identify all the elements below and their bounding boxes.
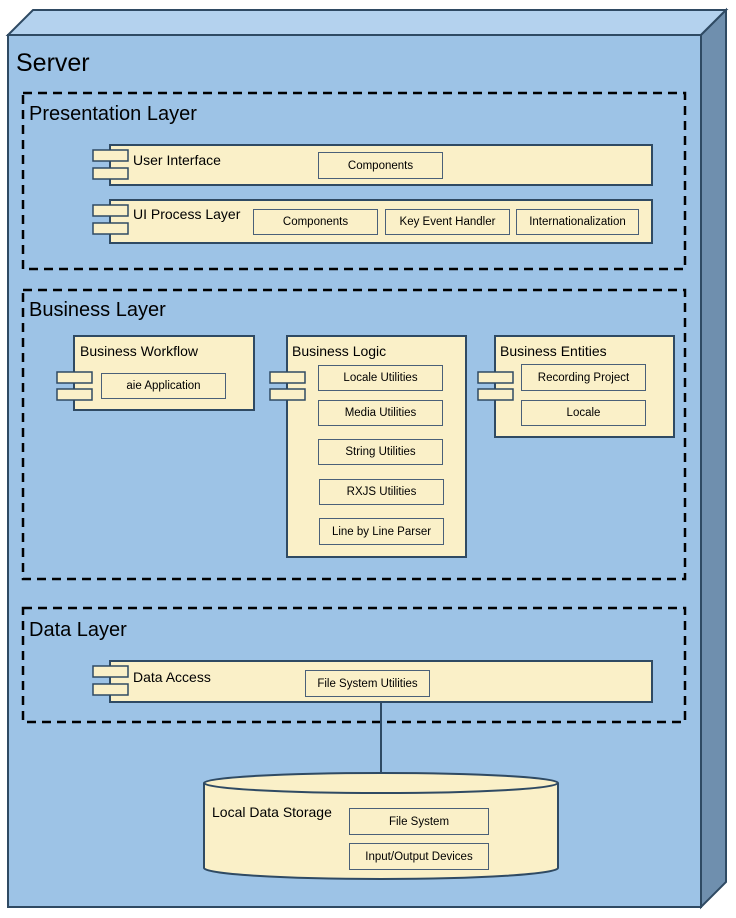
component-port-icon: [477, 371, 514, 384]
business-logic-title: Business Logic: [292, 343, 387, 359]
presentation-layer-frame: [21, 91, 687, 271]
file-system-box: File System: [349, 808, 489, 835]
presentation-layer-title: Presentation Layer: [29, 103, 197, 125]
data-access-title: Data Access: [133, 669, 211, 685]
component-port-icon: [269, 388, 306, 401]
business-entities-title: Business Entities: [500, 343, 607, 359]
component-port-icon: [92, 149, 129, 162]
component-port-icon: [56, 371, 93, 384]
data-layer-title: Data Layer: [29, 619, 127, 641]
process-components-box: Components: [253, 209, 378, 235]
recording-project-box: Recording Project: [521, 364, 646, 391]
media-utilities-box: Media Utilities: [318, 400, 443, 426]
locale-box: Locale: [521, 400, 646, 426]
input-output-devices-box: Input/Output Devices: [349, 843, 489, 870]
ui-process-layer-title: UI Process Layer: [133, 206, 241, 222]
server-title: Server: [16, 49, 90, 77]
line-by-line-parser-box: Line by Line Parser: [319, 518, 444, 545]
storage-cylinder-top: [203, 772, 559, 794]
component-port-icon: [477, 388, 514, 401]
local-data-storage-title: Local Data Storage: [212, 804, 332, 820]
business-layer-frame: [21, 288, 687, 581]
locale-utilities-box: Locale Utilities: [318, 365, 443, 391]
component-port-icon: [92, 683, 129, 696]
business-layer-title: Business Layer: [29, 299, 166, 321]
server-node-side: [700, 7, 727, 910]
aie-application-box: aie Application: [101, 373, 226, 399]
component-port-icon: [92, 167, 129, 180]
data-layer-frame: [21, 606, 687, 724]
component-port-icon: [92, 204, 129, 217]
server-node-top: [5, 9, 729, 36]
ui-components-box: Components: [318, 152, 443, 179]
internationalization-box: Internationalization: [516, 209, 639, 235]
business-workflow-title: Business Workflow: [80, 343, 199, 359]
component-port-icon: [92, 222, 129, 235]
rxjs-utilities-box: RXJS Utilities: [319, 479, 444, 505]
string-utilities-box: String Utilities: [318, 439, 443, 465]
key-event-handler-box: Key Event Handler: [385, 209, 510, 235]
file-system-utilities-box: File System Utilities: [305, 670, 430, 697]
component-port-icon: [92, 665, 129, 678]
component-port-icon: [56, 388, 93, 401]
component-port-icon: [269, 371, 306, 384]
user-interface-title: User Interface: [133, 152, 221, 168]
